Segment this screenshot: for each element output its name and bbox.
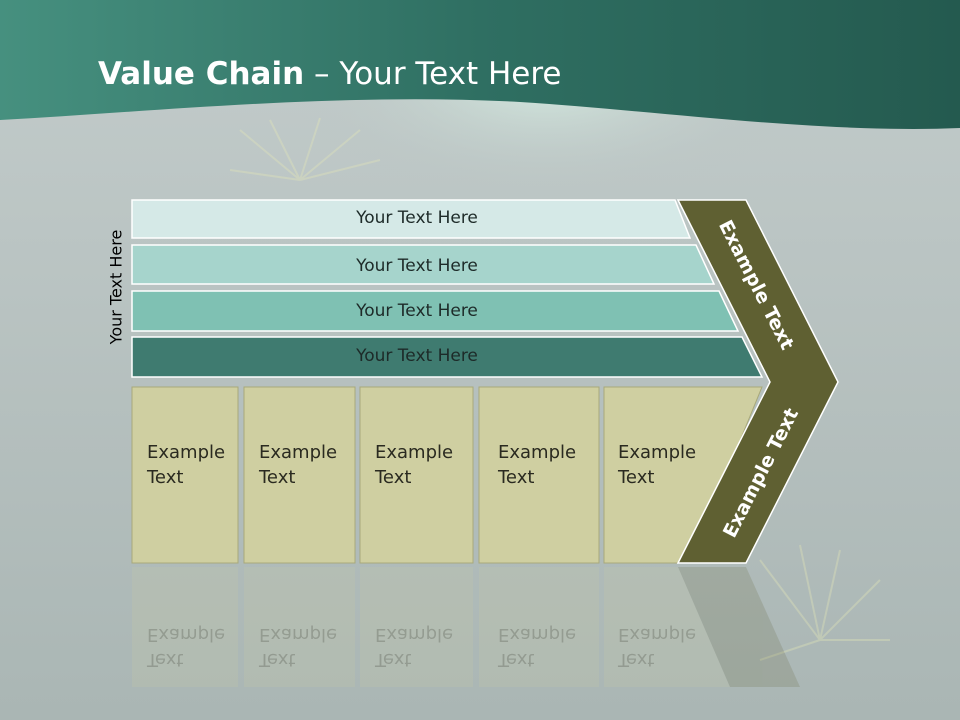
row-bar-3 <box>131 290 740 332</box>
row-label-1: Your Text Here <box>356 208 478 228</box>
chevron-reflection <box>678 567 800 687</box>
header-band <box>0 0 960 129</box>
title-regular: – Your Text Here <box>304 56 562 92</box>
row-label-3: Your Text Here <box>356 301 478 321</box>
decorative-flower <box>229 117 890 661</box>
activity-box-4 <box>478 386 600 564</box>
title-bold: Value Chain <box>98 56 305 92</box>
row-label-4: Your Text Here <box>356 346 478 366</box>
activity-box-3 <box>359 386 474 564</box>
page-title: Value Chain – Your Text Here <box>98 54 561 94</box>
margin-chevron <box>676 199 839 564</box>
row-bar-1 <box>131 199 692 239</box>
reflection <box>132 567 800 687</box>
row-label-2: Your Text Here <box>356 256 478 276</box>
row-bar-4 <box>131 336 764 378</box>
activity-box-1 <box>131 386 239 564</box>
row-bar-2 <box>131 244 716 285</box>
side-label: Your Text Here <box>106 229 126 345</box>
activity-box-2 <box>243 386 356 564</box>
